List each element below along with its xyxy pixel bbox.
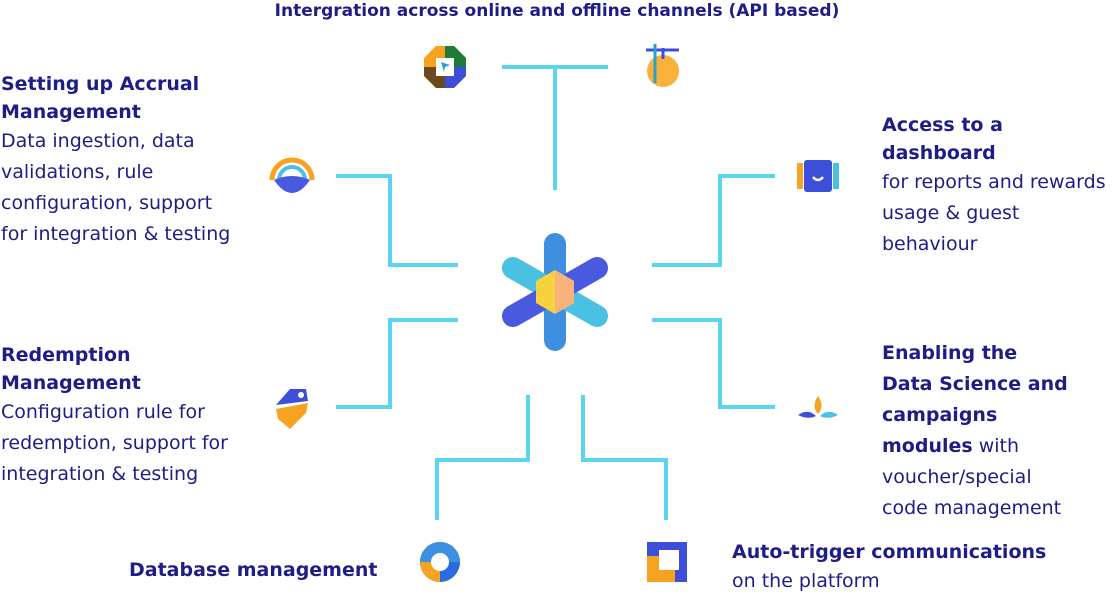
- node-accrual: Setting up Accrual Management Data inges…: [1, 70, 241, 250]
- connector-top: [502, 65, 608, 190]
- node-autotrigger: Auto-trigger communications on the platf…: [732, 538, 1072, 597]
- dashboard-body: for reports and rewards usage & guest be…: [882, 171, 1106, 255]
- node-redemption: Redemption Management Configuration rule…: [1, 341, 241, 490]
- redemption-heading: Redemption Management: [1, 344, 141, 394]
- accrual-body: Data ingestion, data validations, rule c…: [1, 130, 231, 245]
- coin-icon: [646, 44, 679, 87]
- node-database: Database management: [129, 556, 377, 584]
- diagram-title: Intergration across online and offline c…: [274, 1, 840, 21]
- leaf-icon: [798, 396, 838, 418]
- autotrigger-body: on the platform: [732, 570, 880, 592]
- tag-icon: [276, 389, 308, 429]
- node-datascience: Enabling the Data Science and campaigns …: [882, 338, 1072, 524]
- connector-database: [435, 395, 530, 520]
- dashboard-heading: Access to a dashboard: [882, 114, 1003, 164]
- node-dashboard: Access to a dashboard for reports and re…: [882, 111, 1114, 260]
- connector-redemption: [336, 318, 458, 409]
- rainbow-icon: [269, 157, 315, 193]
- database-heading: Database management: [129, 559, 378, 581]
- octagon-icon: [424, 46, 466, 88]
- redemption-body: Configuration rule for redemption, suppo…: [1, 401, 228, 485]
- snowflake-icon: [502, 233, 608, 351]
- datascience-body: with voucher/special code management: [882, 435, 1062, 519]
- connector-autotrigger: [581, 395, 668, 520]
- swirl-icon: [420, 542, 460, 582]
- accrual-heading: Setting up Accrual Management: [1, 73, 200, 123]
- dashboard-icon: [797, 160, 839, 192]
- connector-dashboard: [652, 174, 775, 267]
- square-icon: [647, 542, 687, 582]
- connector-datascience: [652, 318, 775, 409]
- connector-accrual: [336, 174, 458, 267]
- datascience-heading: Enabling the Data Science and campaigns …: [882, 342, 1068, 457]
- autotrigger-heading: Auto-trigger communications: [732, 541, 1047, 563]
